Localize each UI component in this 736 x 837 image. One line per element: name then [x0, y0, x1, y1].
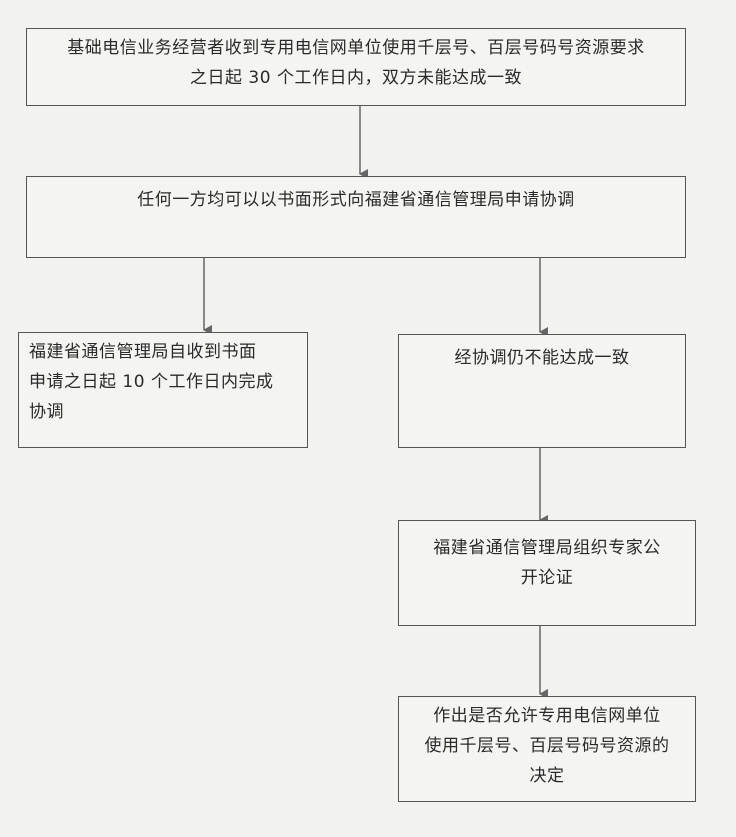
- step-2-line-1: 任何一方均可以以书面形式向福建省通信管理局申请协调: [137, 190, 575, 210]
- step-1-line-2: 之日起 30 个工作日内，双方未能达成一致: [190, 68, 522, 88]
- step-2-box: 任何一方均可以以书面形式向福建省通信管理局申请协调: [26, 176, 686, 258]
- step-5-line-2: 使用千层号、百层号码号资源的: [424, 736, 670, 756]
- step-5-box: 作出是否允许专用电信网单位 使用千层号、百层号码号资源的 决定: [398, 696, 696, 802]
- step-3-left-line-2: 申请之日起 10 个工作日内完成: [29, 372, 274, 392]
- step-4-box: 福建省通信管理局组织专家公 开论证: [398, 520, 696, 626]
- step-1-line-1: 基础电信业务经营者收到专用电信网单位使用千层号、百层号码号资源要求: [67, 38, 645, 58]
- step-3-right-line-1: 经协调仍不能达成一致: [454, 348, 630, 368]
- step-3-right-box: 经协调仍不能达成一致: [398, 334, 686, 448]
- step-4-line-1: 福建省通信管理局组织专家公: [433, 538, 661, 558]
- step-3-left-line-3: 协调: [29, 402, 64, 422]
- step-3-left-box: 福建省通信管理局自收到书面 申请之日起 10 个工作日内完成 协调: [18, 332, 308, 448]
- step-1-box: 基础电信业务经营者收到专用电信网单位使用千层号、百层号码号资源要求 之日起 30…: [26, 28, 686, 106]
- step-5-line-3: 决定: [529, 766, 565, 786]
- step-3-left-line-1: 福建省通信管理局自收到书面: [29, 342, 257, 362]
- step-4-line-2: 开论证: [520, 568, 574, 588]
- step-5-line-1: 作出是否允许专用电信网单位: [433, 706, 661, 726]
